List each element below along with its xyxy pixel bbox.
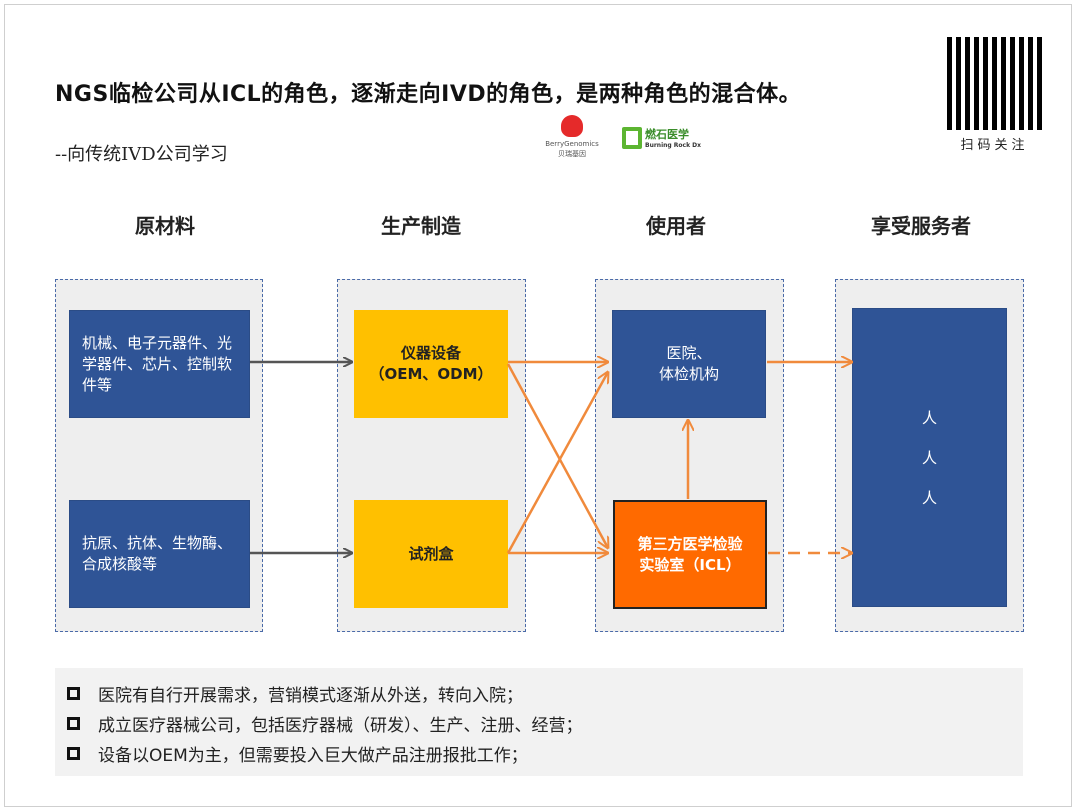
person-label: 人 — [921, 488, 937, 507]
box-label: 试剂盒 — [408, 544, 454, 563]
instrument-box: 仪器设备 （OEM、ODM） — [354, 310, 508, 418]
slide-title: NGS临检公司从ICL的角色，逐渐走向IVD的角色，是两种角色的混合体。 — [55, 82, 802, 107]
box-label: 仪器设备 — [400, 344, 461, 362]
note-text: 设备以OEM为主，但需要投入巨大做产品注册报批工作； — [98, 745, 528, 766]
burning-rock-logo: 燃石医学 Burning Rock Dx — [622, 126, 701, 149]
column-header-users: 使用者 — [646, 214, 706, 238]
box-label: 第三方医学检验 — [637, 534, 743, 553]
slide-frame — [4, 4, 1072, 807]
square-bullet-icon — [67, 746, 80, 760]
note-item: 设备以OEM为主，但需要投入巨大做产品注册报批工作； — [67, 738, 1023, 768]
arrow-instrument-to-icl — [506, 363, 608, 548]
box-label: 机械、电子元器件、光学器件、芯片、控制软件等 — [82, 333, 233, 394]
arrow-reagent-to-hospital — [506, 372, 608, 554]
berry-logo-cn: 贝瑞基因 — [558, 150, 586, 158]
box-label: 实验室（ICL） — [639, 555, 741, 574]
square-bullet-icon — [67, 716, 80, 730]
people-box: 人人人 — [852, 308, 1007, 607]
square-bullet-icon — [67, 686, 80, 700]
hospital-box: 医院、体检机构 — [612, 310, 766, 418]
note-item: 医院有自行开展需求，营销模式逐渐从外送，转向入院； — [67, 678, 1023, 708]
column-header-served: 享受服务者 — [871, 214, 971, 238]
box-label: 抗原、抗体、生物酶、合成核酸等 — [82, 534, 233, 573]
column-header-production: 生产制造 — [381, 214, 461, 238]
box-label: 医院、 — [666, 344, 712, 362]
reagent-kit-box: 试剂盒 — [354, 500, 508, 608]
column-header-raw: 原材料 — [135, 214, 195, 238]
person-label: 人 — [921, 448, 937, 467]
qr-code — [947, 37, 1042, 130]
berry-logo-en: BerryGenomics — [545, 140, 599, 148]
raw-materials-hardware: 机械、电子元器件、光学器件、芯片、控制软件等 — [69, 310, 250, 418]
raw-materials-bio: 抗原、抗体、生物酶、合成核酸等 — [69, 500, 250, 608]
note-item: 成立医疗器械公司，包括医疗器械（研发）、生产、注册、经营； — [67, 708, 1023, 738]
box-label: 体检机构 — [658, 365, 719, 383]
person-label: 人 — [921, 408, 937, 427]
qr-label: 扫码关注 — [960, 138, 1029, 153]
note-text: 成立医疗器械公司，包括医疗器械（研发）、生产、注册、经营； — [98, 715, 583, 736]
notes-panel: 医院有自行开展需求，营销模式逐渐从外送，转向入院； 成立医疗器械公司，包括医疗器… — [55, 668, 1023, 776]
note-text: 医院有自行开展需求，营销模式逐渐从外送，转向入院； — [98, 685, 523, 706]
slide-subtitle: --向传统IVD公司学习 — [55, 144, 228, 165]
icl-box: 第三方医学检验实验室（ICL） — [613, 500, 767, 609]
burning-logo-en: Burning Rock Dx — [645, 142, 702, 149]
burning-logo-cn: 燃石医学 — [645, 128, 689, 141]
berry-genomics-logo: BerryGenomics 贝瑞基因 — [544, 115, 600, 159]
box-label: （OEM、ODM） — [369, 365, 493, 383]
